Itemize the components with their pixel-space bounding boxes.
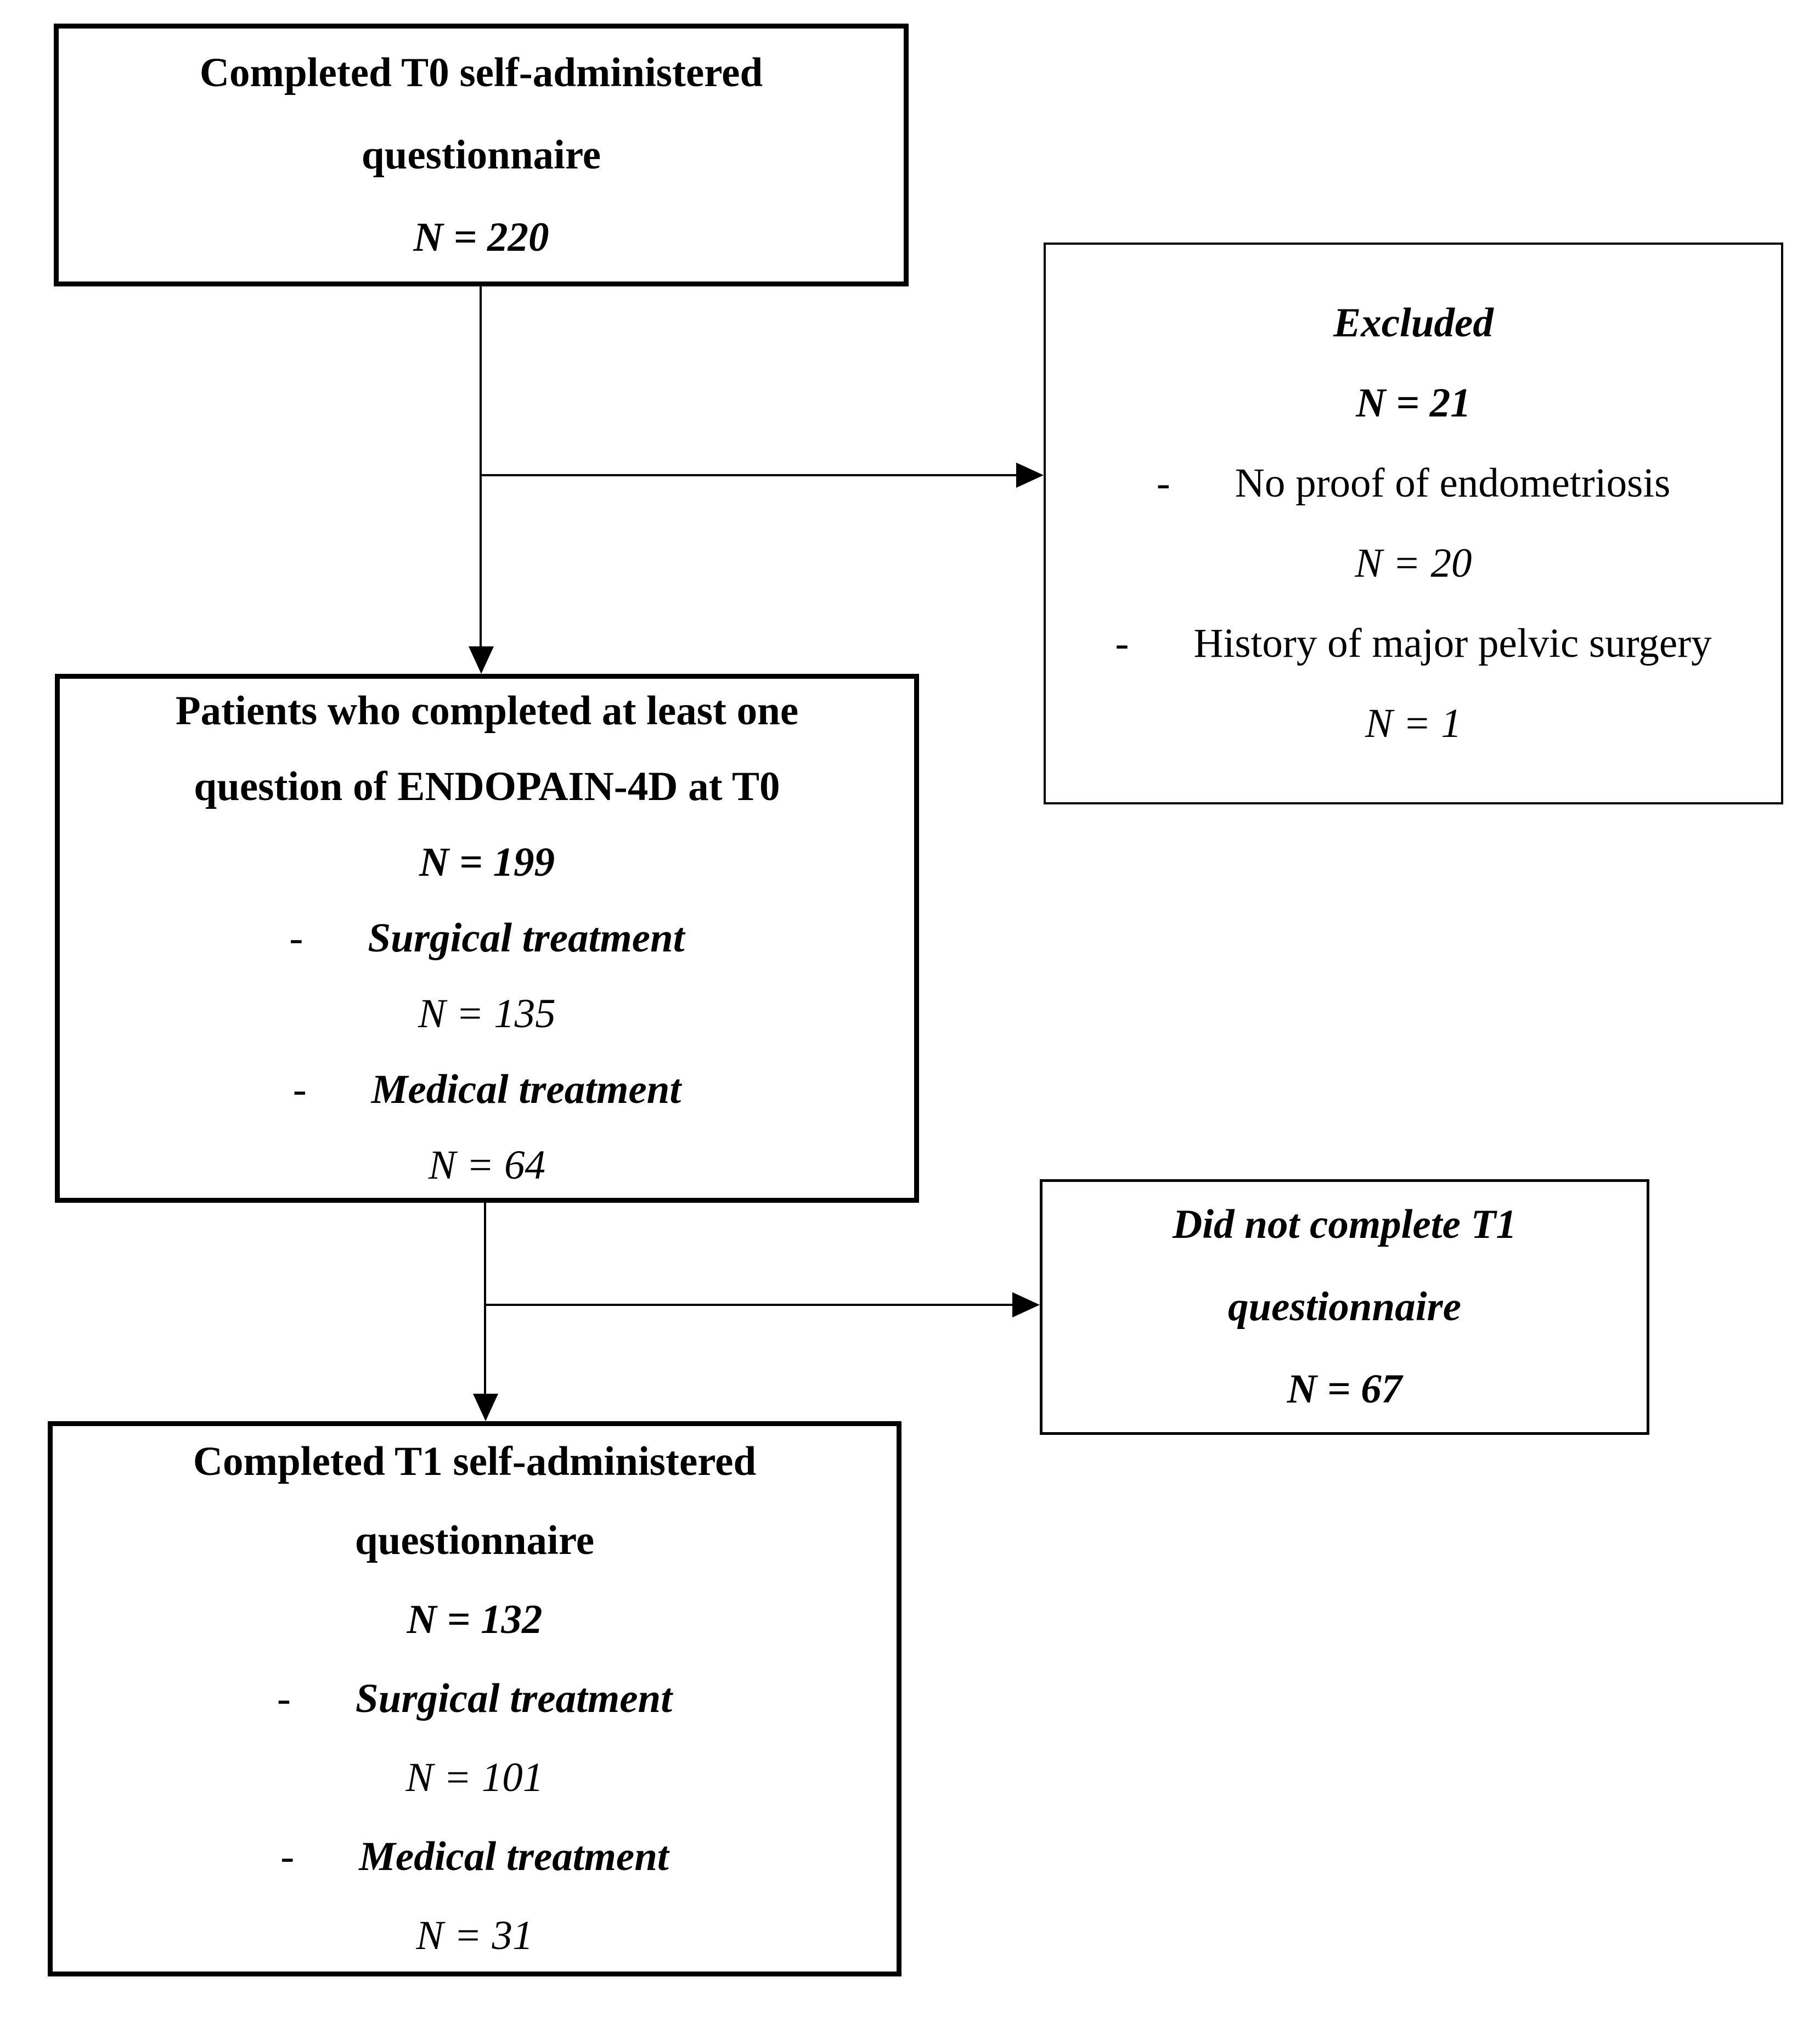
treatment-label: Surgical treatment bbox=[368, 915, 685, 961]
treatment-row: - Medical treatment bbox=[60, 1052, 914, 1128]
box-n-value: N = 199 bbox=[419, 840, 555, 885]
excluded-reason-label: History of major pelvic surgery bbox=[1193, 621, 1712, 666]
connector-endopain-to-t1-line bbox=[484, 1203, 486, 1395]
arrow-down-icon bbox=[473, 1394, 498, 1421]
bullet-dash: - bbox=[1115, 621, 1129, 666]
arrow-right-icon bbox=[1016, 463, 1044, 488]
bullet-dash: - bbox=[277, 1676, 291, 1721]
treatment-row: - Surgical treatment bbox=[60, 900, 914, 976]
excluded-reason-label: No proof of endometriosis bbox=[1235, 460, 1671, 506]
box-title: Completed T1 self-administered questionn… bbox=[193, 1439, 757, 1563]
excluded-reason-n: N = 20 bbox=[1355, 540, 1472, 586]
treatment-row: - Medical treatment bbox=[53, 1817, 897, 1896]
box-n-value: N = 220 bbox=[413, 214, 549, 260]
bullet-dash: - bbox=[289, 915, 303, 961]
excluded-reason-n: N = 1 bbox=[1365, 701, 1462, 746]
excluded-reason-row: - No proof of endometriosis bbox=[1046, 443, 1781, 523]
treatment-label: Medical treatment bbox=[371, 1067, 681, 1112]
treatment-row: - Surgical treatment bbox=[53, 1659, 897, 1738]
box-title: Excluded bbox=[1333, 300, 1494, 346]
treatment-label: Surgical treatment bbox=[355, 1676, 673, 1721]
treatment-n: N = 64 bbox=[428, 1142, 546, 1188]
arrow-right-icon bbox=[1012, 1292, 1040, 1317]
connector-t0-to-endopain-line bbox=[480, 286, 482, 650]
flow-box-completed-t1: Completed T1 self-administered questionn… bbox=[48, 1421, 901, 1976]
excluded-reason-row: - History of major pelvic surgery bbox=[1046, 604, 1781, 684]
box-title: Did not complete T1 questionnaire bbox=[1173, 1202, 1517, 1330]
flow-box-not-completed-t1: Did not complete T1 questionnaire N = 67 bbox=[1040, 1179, 1649, 1435]
box-n-value: N = 21 bbox=[1356, 380, 1471, 426]
box-n-value: N = 132 bbox=[407, 1597, 543, 1642]
treatment-n: N = 135 bbox=[418, 991, 556, 1037]
box-n-value: N = 67 bbox=[1287, 1366, 1402, 1412]
bullet-dash: - bbox=[292, 1067, 307, 1112]
treatment-n: N = 31 bbox=[416, 1913, 533, 1958]
box-title: Completed T0 self-administered questionn… bbox=[199, 49, 763, 178]
arrow-down-icon bbox=[469, 646, 494, 674]
treatment-n: N = 101 bbox=[405, 1755, 544, 1800]
treatment-label: Medical treatment bbox=[359, 1834, 669, 1879]
bullet-dash: - bbox=[1156, 460, 1170, 506]
flow-box-excluded: Excluded N = 21 - No proof of endometrio… bbox=[1044, 243, 1783, 804]
box-title: Patients who completed at least one ques… bbox=[175, 688, 799, 809]
connector-branch-not-completed-line bbox=[485, 1304, 1013, 1306]
flow-box-completed-t0: Completed T0 self-administered questionn… bbox=[54, 24, 909, 286]
bullet-dash: - bbox=[280, 1834, 295, 1879]
connector-branch-excluded-line bbox=[481, 474, 1019, 476]
flow-box-endopain-t0: Patients who completed at least one ques… bbox=[55, 674, 919, 1203]
